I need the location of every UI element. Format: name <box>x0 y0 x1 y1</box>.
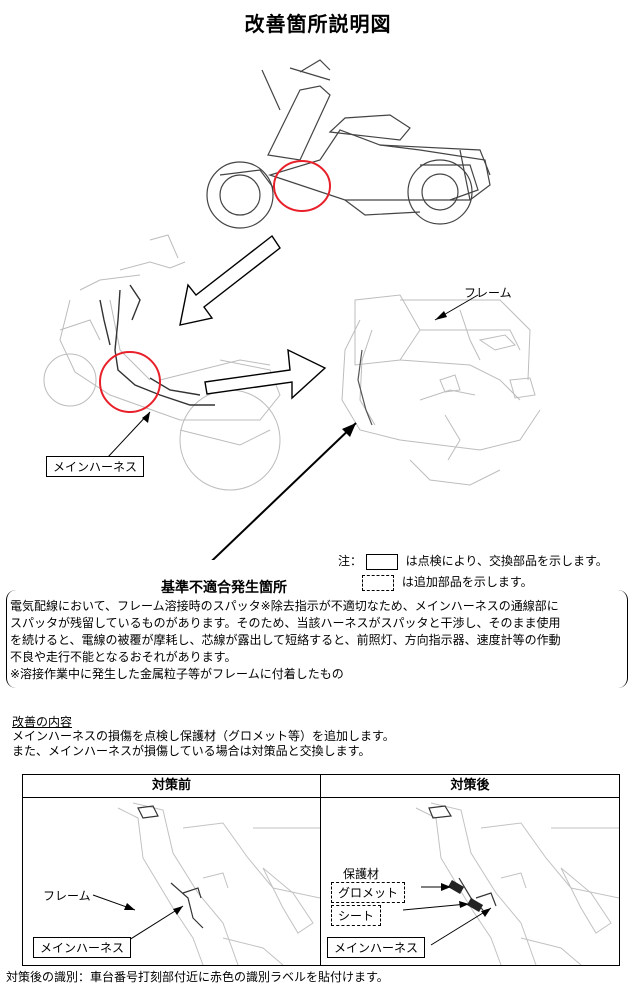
after-sheet-label: シート <box>331 905 382 926</box>
defect-line: を続けると、電線の被覆が摩耗し、芯線が露出して短絡すると、前照灯、方向指示器、速… <box>10 633 561 647</box>
improvement-text: メインハーネスの損傷を点検し保護材（グロメット等）を追加します。 また、メインハ… <box>12 729 395 759</box>
rear-wheel <box>407 159 473 225</box>
highlight-circle-harness <box>99 351 161 413</box>
after-illustration <box>402 802 619 965</box>
legend-dashed: は追加部品を示します。 <box>362 573 533 591</box>
legend-note-prefix: 注： <box>338 554 363 568</box>
highlight-circle-top <box>273 160 331 212</box>
after-protect-label: 保護材 <box>343 867 380 881</box>
after-grommet-label: グロメット <box>331 882 406 903</box>
before-illustration <box>92 802 320 965</box>
improvement-line: また、メインハーネスが損傷している場合は対策品と交換します。 <box>12 744 371 758</box>
defect-text: 電気配線において、フレーム溶接時のスパッタ※除去指示が不適切なため、メインハーネ… <box>10 598 622 683</box>
frame-label: フレーム <box>464 286 512 300</box>
table-divider <box>320 775 321 965</box>
legend-dashed-text: は追加部品を示します。 <box>401 575 533 589</box>
big-arrow-right <box>204 348 327 400</box>
footer-note: 対策後の識別：車台番号打刻部付近に赤色の識別ラベルを貼付けます。 <box>6 970 389 984</box>
legend-solid: 注： は点検により、交換部品を示します。 <box>338 552 608 570</box>
improvement-heading: 改善の内容 <box>12 715 73 729</box>
legend-solid-swatch <box>365 553 398 570</box>
big-arrow-down <box>179 234 281 326</box>
harness-label: メインハーネス <box>46 456 145 477</box>
before-frame-label: フレーム <box>43 889 91 903</box>
legend-solid-text: は点検により、交換部品を示します。 <box>405 554 608 568</box>
before-harness-label: メインハーネス <box>33 937 132 958</box>
page-title: 改善箇所説明図 <box>244 12 392 36</box>
scooter-illustration <box>43 59 541 560</box>
defect-line: ※溶接作業中に発生した金属粒子等がフレームに付着したもの <box>10 667 344 681</box>
after-header: 対策後 <box>321 775 619 798</box>
defect-line: 電気配線において、フレーム溶接時のスパッタ※除去指示が不適切なため、メインハーネ… <box>10 599 559 613</box>
comparison-table: 対策前 対策後 フレーム メインハーネス <box>22 774 620 966</box>
sheet-mark <box>466 898 484 912</box>
grommet-mark <box>447 880 465 894</box>
improvement-line: メインハーネスの損傷を点検し保護材（グロメット等）を追加します。 <box>12 729 395 743</box>
after-harness-label: メインハーネス <box>327 937 426 958</box>
before-header: 対策前 <box>23 775 321 798</box>
front-wheel <box>206 161 274 229</box>
defect-bracket <box>6 590 628 688</box>
legend-dashed-swatch <box>362 574 394 591</box>
defect-line: 不良や走行不能となるおそれがあります。 <box>10 650 237 664</box>
defect-line: スパッタが残留しているものがあります。そのため、当該ハーネスがスパッタと干渉し、… <box>10 616 561 630</box>
defect-heading: 基準不適合発生箇所 <box>161 580 287 596</box>
